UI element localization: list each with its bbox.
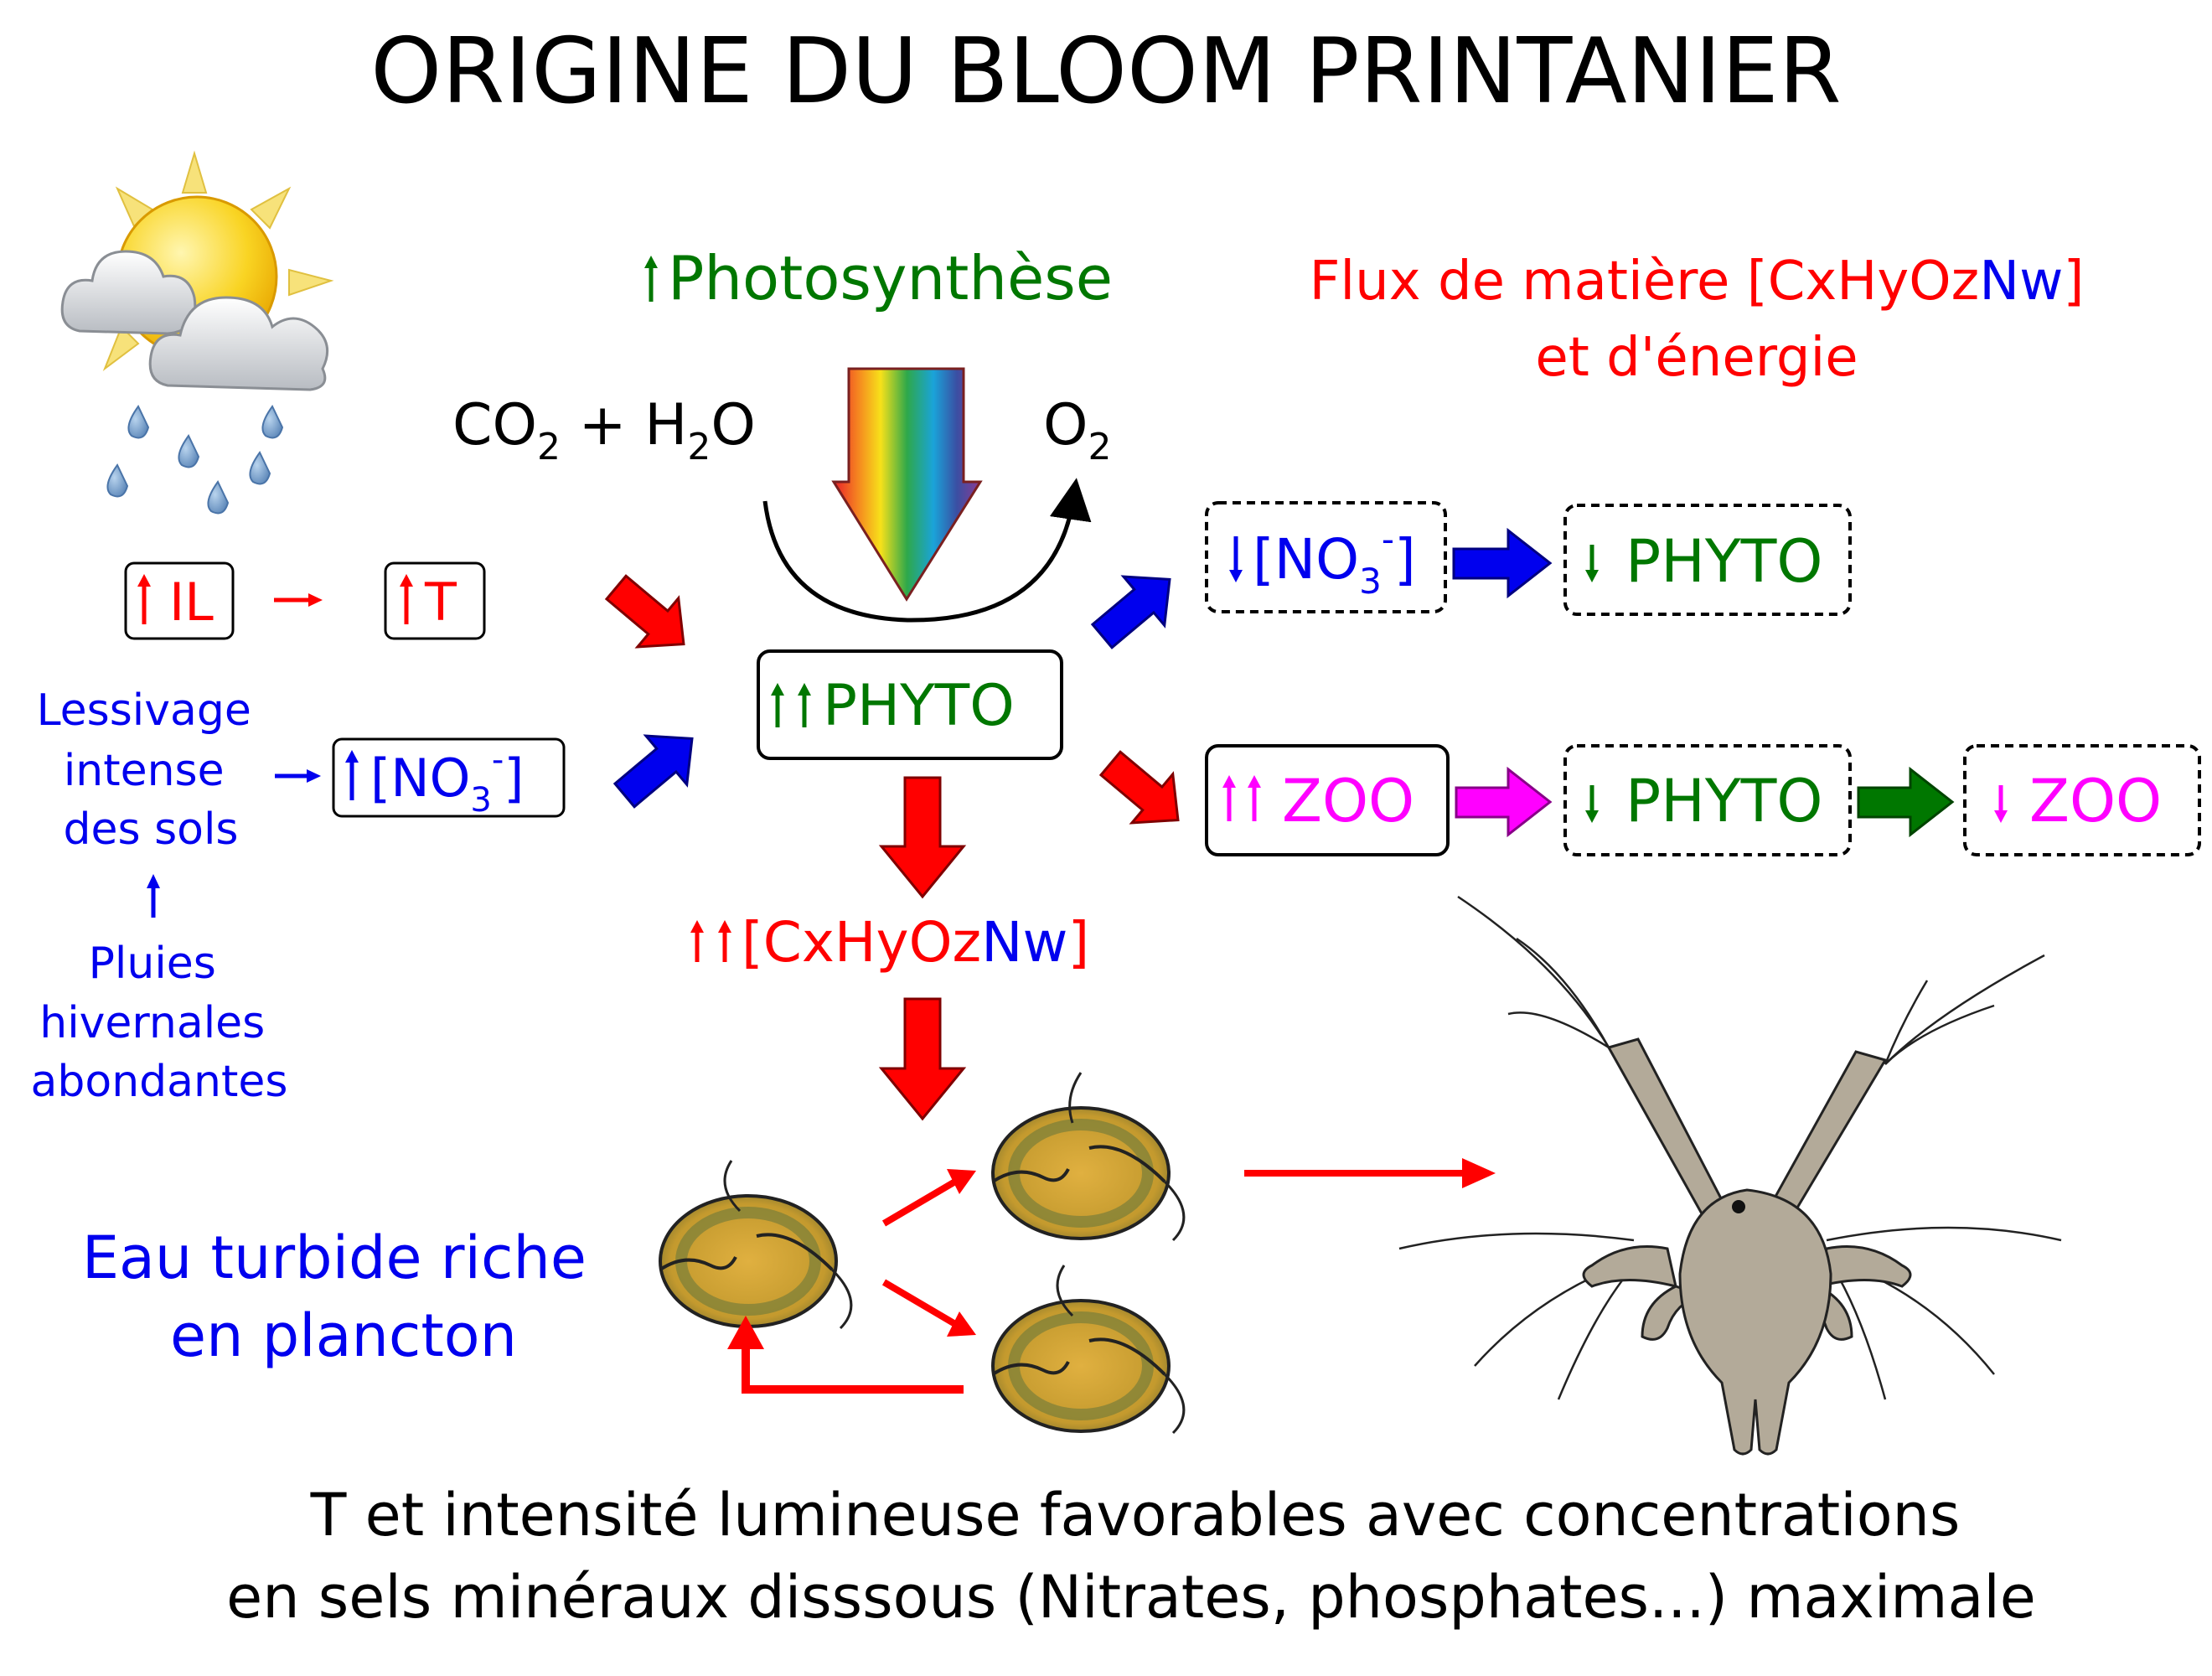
division-arrows <box>727 1169 976 1394</box>
phyto-down-arrow-icon-2 <box>1585 785 1599 823</box>
phyto-central-label: PHYTO <box>823 673 1015 739</box>
down-arrow-2 <box>878 997 967 1121</box>
phyto-down-arrow-icon-1 <box>1585 545 1599 582</box>
down-arrow-1 <box>878 776 967 899</box>
photosynthese-up-arrow-icon <box>644 256 658 302</box>
zoo-double-up-arrow-icon <box>1222 775 1261 821</box>
no3-right-label: [NO3-] <box>1253 519 1416 602</box>
arrow-to-nauplius-head <box>1462 1158 1496 1188</box>
pluies-text: Pluies hivernales abondantes <box>31 939 288 1107</box>
no3-right-box <box>1205 501 1447 613</box>
flux-title-line1: Flux de matière [CxHyOzNw] <box>1310 251 2085 313</box>
phyto-down-box-1 <box>1563 504 1852 616</box>
cxhyoz-label: [CxHyOzNw] <box>742 910 1089 975</box>
no3-right-down-arrow-icon <box>1229 536 1243 582</box>
il-up-arrow-icon <box>137 574 151 624</box>
t-up-arrow-icon <box>400 574 413 624</box>
rainbow-light-arrow-icon <box>831 367 983 602</box>
dinoflagellate-icon <box>659 1072 1186 1435</box>
il-to-t-arrow <box>274 593 323 607</box>
zoo-down-box <box>1963 744 2201 856</box>
blue-arrow-no3-to-phyto <box>1452 527 1553 599</box>
phyto-down-box-2 <box>1563 744 1852 856</box>
nauplius-larva-icon <box>1398 895 2062 1456</box>
weather-sun-cloud-rain-icon <box>60 150 334 515</box>
il-box <box>124 561 235 640</box>
zoo-down-arrow-icon <box>1994 785 2008 823</box>
page-title: ORIGINE DU BLOOM PRINTANIER <box>370 19 1841 124</box>
zoo-down-label: ZOO <box>2029 767 2162 835</box>
photosynthese-label: Photosynthèse <box>668 243 1113 313</box>
zoo-box <box>1205 744 1450 856</box>
co2-h2o-label: CO2 + H2O <box>452 392 756 468</box>
t-box <box>384 561 486 640</box>
il-label: IL <box>169 572 214 633</box>
cxhyoz-double-up-arrow-icon <box>690 920 731 962</box>
phyto-down-label-2: PHYTO <box>1625 767 1822 835</box>
lessivage-to-no3-arrow <box>275 769 321 783</box>
pluies-to-lessivage-arrow <box>147 874 160 918</box>
o2-label: O2 <box>1043 392 1112 468</box>
reaction-curve-arrow <box>762 478 1092 623</box>
no3-left-up-arrow-icon <box>345 750 359 800</box>
blue-arrow-to-phyto <box>612 734 694 809</box>
no3-left-box <box>332 737 566 818</box>
red-arrow-to-phyto <box>604 574 685 649</box>
red-arrow-to-zoo <box>1098 750 1180 825</box>
phyto-down-label-1: PHYTO <box>1625 527 1822 596</box>
flux-title-line2: et d'énergie <box>1535 327 1858 389</box>
bottom-text-line1: T et intensité lumineuse favorables avec… <box>310 1481 1961 1549</box>
phyto-double-up-arrow-icon <box>771 683 811 727</box>
blue-arrow-to-no3-right <box>1090 575 1171 649</box>
eau-turbide-text: Eau turbide riche en plancton <box>82 1223 605 1370</box>
lessivage-text: Lessivage intense des sols <box>37 685 266 855</box>
bottom-text-line2: en sels minéraux disssous (Nitrates, pho… <box>226 1563 2036 1632</box>
phyto-central-box <box>757 649 1063 760</box>
magenta-arrow-zoo-to-phyto <box>1455 766 1553 838</box>
t-label: T <box>424 572 457 633</box>
green-arrow-phyto-to-zoo <box>1857 766 1955 838</box>
zoo-label: ZOO <box>1282 767 1414 835</box>
no3-left-label: [NO3-] <box>370 741 524 820</box>
